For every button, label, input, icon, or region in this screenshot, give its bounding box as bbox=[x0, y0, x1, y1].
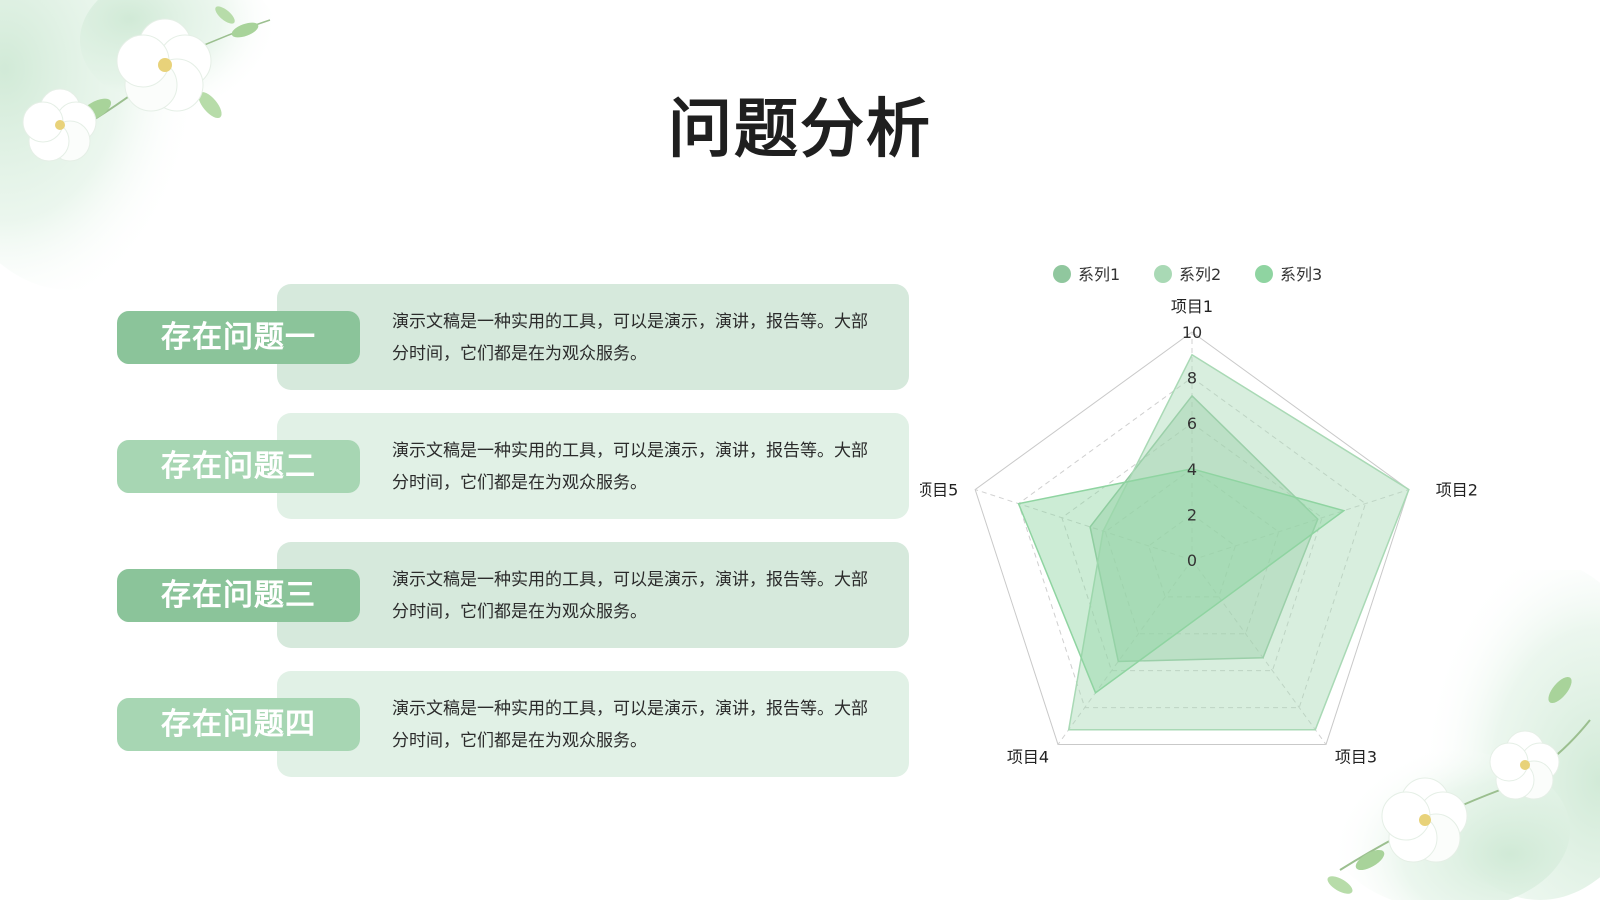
radar-category-label: 项目5 bbox=[920, 481, 958, 500]
legend-marker bbox=[1053, 265, 1071, 283]
radar-chart-svg: 0 2 4 6 8 10 项目1 项目2 项目3 项目4 项目5 系列1 系列2 系列3 bbox=[920, 265, 1478, 766]
radar-series-area bbox=[1017, 468, 1346, 694]
issue-card: 存在问题四 演示文稿是一种实用的工具，可以是演示，演讲，报告等。大部分时间，它们… bbox=[117, 671, 909, 777]
page-title: 问题分析 bbox=[668, 93, 932, 167]
issue-tag: 存在问题一 bbox=[117, 311, 360, 364]
issue-card: 存在问题一 演示文稿是一种实用的工具，可以是演示，演讲，报告等。大部分时间，它们… bbox=[117, 284, 909, 390]
radar-spoke bbox=[1191, 559, 1327, 745]
radar-category-label: 项目4 bbox=[1007, 747, 1049, 766]
issue-panel bbox=[277, 671, 909, 777]
issue-description: 演示文稿是一种实用的工具，可以是演示，演讲，报告等。大部分时间，它们都是在为观众… bbox=[392, 312, 868, 364]
radar-grid-ring bbox=[974, 331, 1410, 745]
issue-panel bbox=[277, 284, 909, 390]
radar-category-label: 项目3 bbox=[1335, 747, 1377, 766]
floral-decoration-bottom-right bbox=[1327, 570, 1600, 900]
radar-tick-label: 6 bbox=[1187, 414, 1197, 433]
radar-spoke bbox=[1191, 489, 1409, 561]
radar-series-area bbox=[1067, 353, 1410, 731]
radar-chart: 0 2 4 6 8 10 项目1 项目2 项目3 项目4 项目5 系列1 系列2 系列3 bbox=[920, 255, 1540, 795]
radar-spoke bbox=[1057, 559, 1193, 745]
radar-category-label: 项目1 bbox=[1171, 297, 1213, 316]
radar-tick-label: 0 bbox=[1187, 551, 1197, 570]
issue-tag: 存在问题四 bbox=[117, 698, 360, 751]
legend-marker bbox=[1255, 265, 1273, 283]
issue-card: 存在问题三 演示文稿是一种实用的工具，可以是演示，演讲，报告等。大部分时间，它们… bbox=[117, 542, 909, 648]
issue-description: 演示文稿是一种实用的工具，可以是演示，演讲，报告等。大部分时间，它们都是在为观众… bbox=[392, 570, 868, 622]
issue-tag: 存在问题三 bbox=[117, 569, 360, 622]
radar-tick-label: 2 bbox=[1187, 505, 1197, 524]
radar-tick-label: 8 bbox=[1187, 369, 1197, 388]
radar-tick-label: 10 bbox=[1182, 323, 1202, 342]
issue-description: 演示文稿是一种实用的工具，可以是演示，演讲，报告等。大部分时间，它们都是在为观众… bbox=[392, 441, 868, 493]
issue-card: 存在问题二 演示文稿是一种实用的工具，可以是演示，演讲，报告等。大部分时间，它们… bbox=[117, 413, 909, 519]
legend-label: 系列1 bbox=[1078, 265, 1120, 284]
radar-category-label: 项目2 bbox=[1436, 481, 1478, 500]
radar-series-area bbox=[1089, 394, 1319, 663]
legend-label: 系列2 bbox=[1179, 265, 1221, 284]
radar-grid-ring bbox=[1061, 422, 1323, 672]
issue-description: 演示文稿是一种实用的工具，可以是演示，演讲，报告等。大部分时间，它们都是在为观众… bbox=[392, 699, 868, 751]
issue-panel bbox=[277, 413, 909, 519]
legend-marker bbox=[1154, 265, 1172, 283]
radar-grid-ring bbox=[1017, 376, 1367, 709]
radar-tick-label: 4 bbox=[1187, 460, 1197, 479]
legend-label: 系列3 bbox=[1280, 265, 1322, 284]
issue-panel bbox=[277, 542, 909, 648]
issue-tag: 存在问题二 bbox=[117, 440, 360, 493]
floral-decoration-top-left bbox=[0, 0, 280, 290]
radar-spoke bbox=[975, 489, 1193, 561]
